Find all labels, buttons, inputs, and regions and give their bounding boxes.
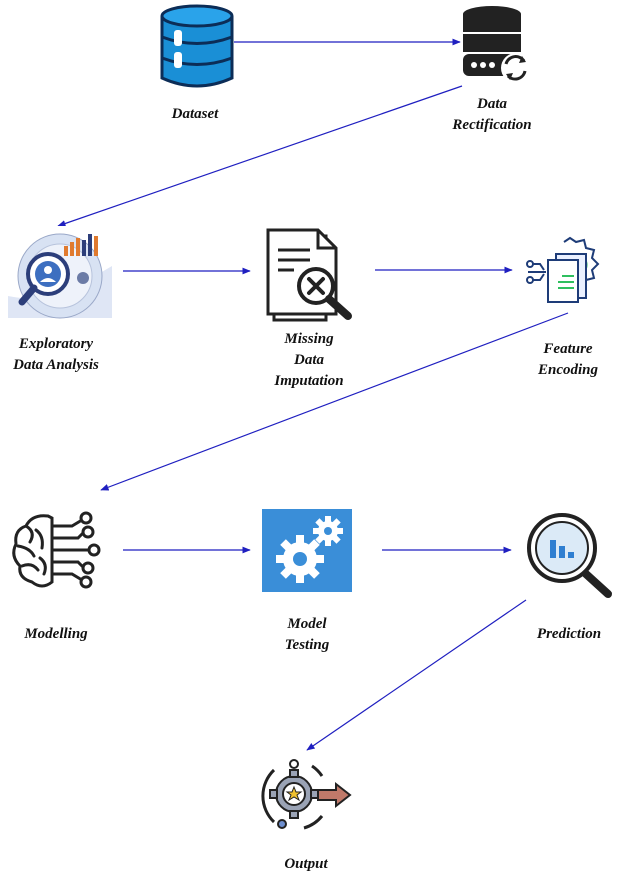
document-search-icon	[266, 228, 352, 322]
label-dataset: Dataset	[171, 106, 219, 122]
gears-icon	[262, 509, 352, 592]
label-exploratory-data-analysis: Exploratory Data Analysis	[13, 336, 99, 373]
edges	[57, 38, 569, 751]
edge-encoding-modelling	[100, 312, 569, 491]
brain-circuit-icon	[12, 511, 101, 589]
label-model-testing: Model Testing	[284, 616, 330, 653]
label-feature-encoding: Feature Encoding	[537, 341, 599, 378]
label-prediction: Prediction	[536, 626, 602, 642]
label-missing-data-imputation: Missing Data Imputation	[274, 331, 344, 389]
edge-prediction-output	[306, 599, 527, 751]
database-icon	[160, 4, 234, 88]
gear-arrow-icon	[261, 759, 352, 830]
label-data-rectification: Data Rectification	[452, 96, 532, 133]
magnifier-chart-icon	[527, 513, 612, 598]
label-modelling: Modelling	[24, 626, 88, 642]
edge-rectification-eda	[57, 85, 463, 227]
analytics-magnifier-icon	[8, 226, 112, 319]
label-output: Output	[284, 856, 328, 872]
document-gear-icon	[526, 236, 600, 303]
server-sync-icon	[463, 6, 531, 83]
